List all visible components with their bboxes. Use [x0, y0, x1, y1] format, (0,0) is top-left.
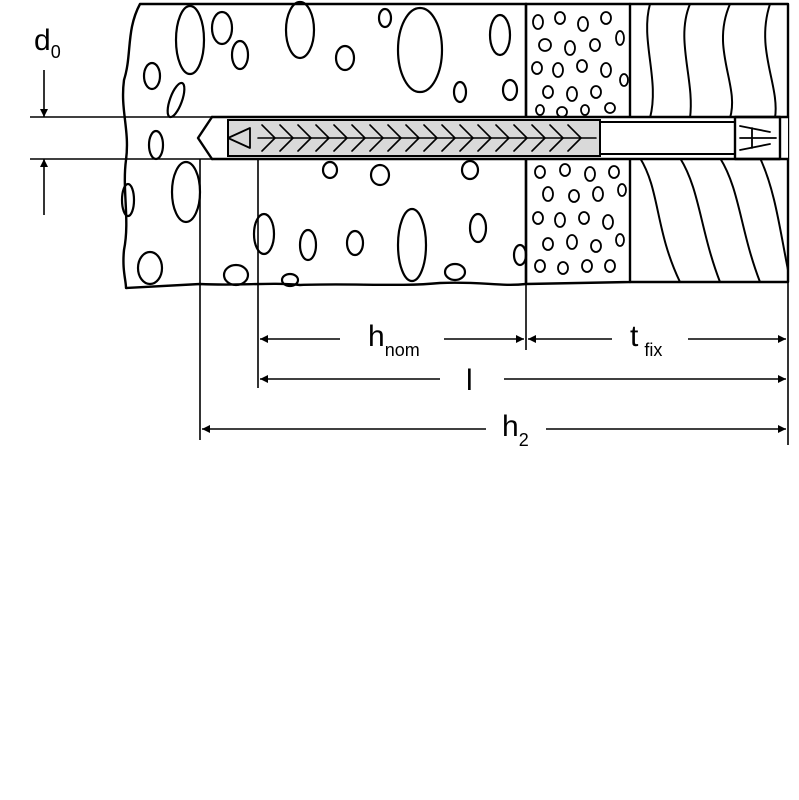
d0-label: d [34, 24, 51, 57]
wood-fixture [628, 2, 790, 284]
tfix-label: t [630, 320, 639, 353]
dimension-h2: h2 [202, 410, 786, 450]
anchor-ribs [257, 124, 597, 152]
hnom-subscript: nom [385, 340, 420, 360]
tfix-subscript: fix [644, 340, 662, 360]
dimension-hnom: hnom [260, 320, 524, 360]
plastic-anchor [227, 119, 601, 157]
insulation-granules [531, 11, 629, 275]
svg-text:d0: d0 [34, 24, 61, 62]
d0-subscript: 0 [51, 42, 61, 62]
concrete-outline [121, 2, 528, 290]
svg-text:h2: h2 [502, 410, 529, 450]
svg-text:hnom: hnom [368, 320, 420, 360]
hnom-label: h [368, 320, 385, 353]
l-label: l [466, 364, 473, 397]
extension-lines [199, 159, 789, 445]
dimension-d0: d0 [30, 24, 212, 215]
screw-head [599, 115, 782, 161]
concrete-base-material [120, 0, 528, 290]
dimension-l: l [260, 364, 786, 397]
concrete-aggregate [120, 0, 528, 288]
h2-label: h [502, 410, 519, 443]
h2-subscript: 2 [519, 430, 529, 450]
wood-grain [639, 3, 789, 283]
